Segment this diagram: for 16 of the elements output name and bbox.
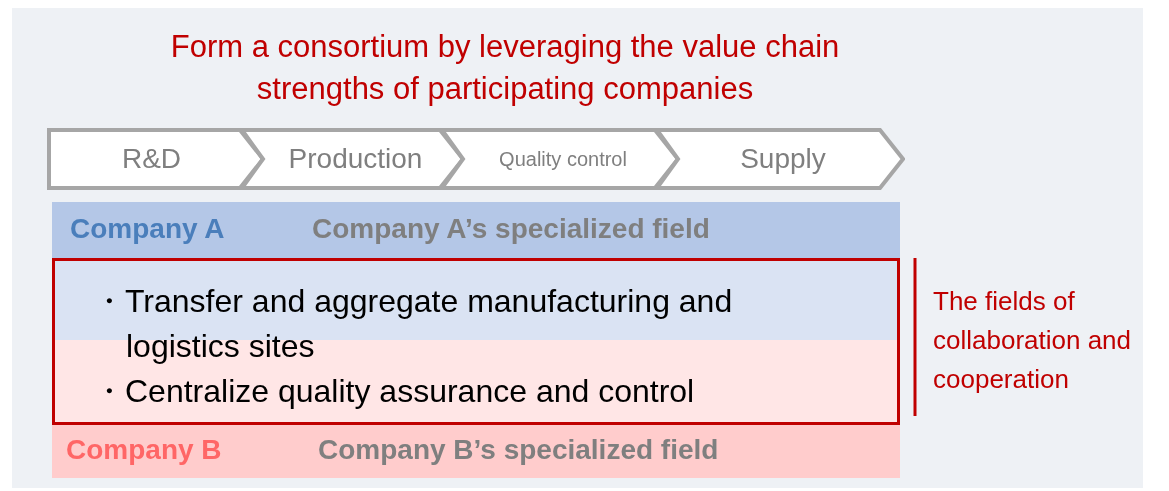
title: Form a consortium by leveraging the value chain strengths of participating companies bbox=[169, 28, 841, 108]
company-band bbox=[52, 202, 900, 258]
company-band bbox=[52, 425, 900, 478]
specialized-field-label: Company B’s specialized field bbox=[318, 433, 719, 467]
step-label: Quality control bbox=[498, 147, 628, 172]
collaboration-box bbox=[52, 258, 900, 425]
bullet-text: ・Transfer and aggregate manufacturing and logistics sites bbox=[93, 282, 734, 366]
bullet-text: ・Centralize quality assurance and control bbox=[93, 372, 696, 411]
step-label: R&D bbox=[120, 142, 183, 176]
company-name: Company A bbox=[70, 212, 225, 246]
step-label: Supply bbox=[739, 142, 827, 176]
step-label: Production bbox=[287, 142, 424, 176]
chevron-step bbox=[655, 128, 905, 190]
company-name: Company B bbox=[66, 433, 222, 467]
specialized-field-label: Company A’s specialized field bbox=[312, 212, 710, 246]
side-note: The fields of collaboration and cooperation bbox=[933, 285, 1133, 396]
